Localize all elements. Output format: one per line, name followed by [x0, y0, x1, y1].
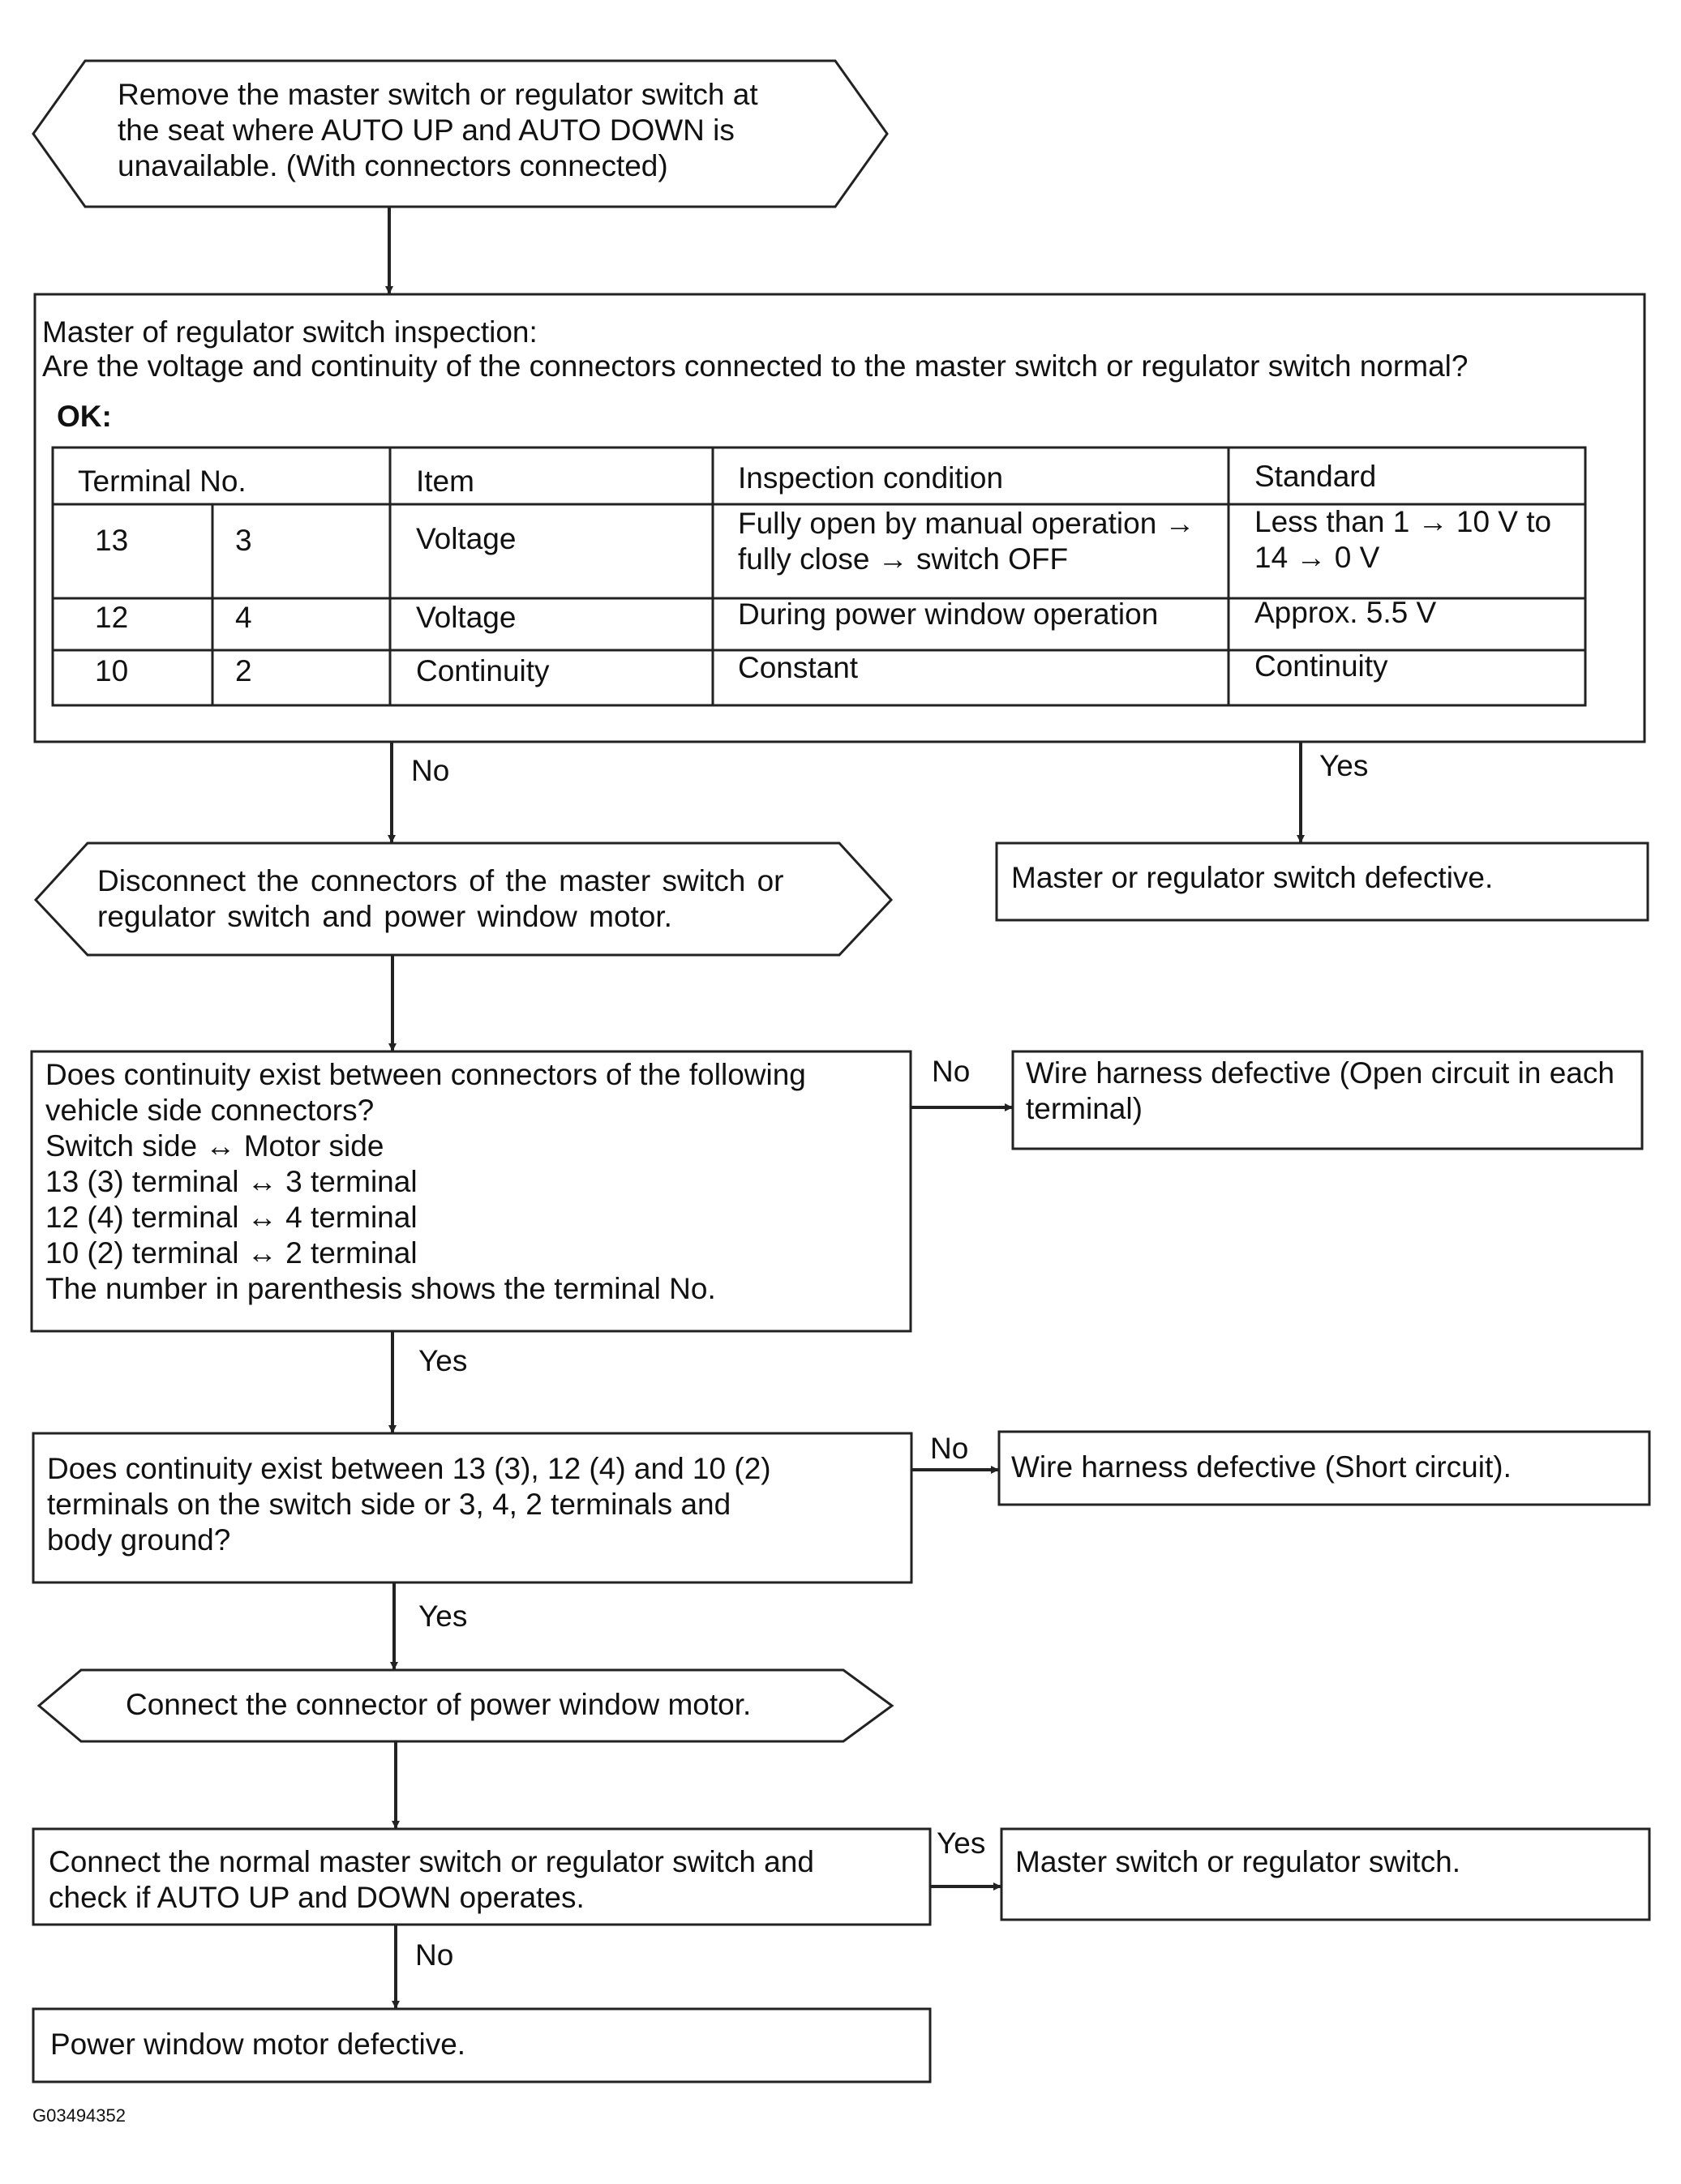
question3-text: Connect the normal master switch or regu… — [49, 1845, 814, 1914]
table-cell-item: Voltage — [416, 601, 517, 634]
switch-result-text: Master switch or regulator switch. — [1015, 1845, 1461, 1878]
table-cell-terminal-b: 3 — [235, 524, 252, 557]
label-no-question3: No — [415, 1938, 454, 1972]
inspection-question: Are the voltage and continuity of the co… — [42, 349, 1469, 383]
table-cell-condition: Fully open by manual operation → fully c… — [738, 507, 1195, 576]
step2-shape — [33, 841, 894, 957]
step1-shape — [32, 59, 889, 208]
switch-result-box — [1000, 1827, 1651, 1921]
figure-id: G03494352 — [32, 2105, 126, 2126]
table-cell-item: Continuity — [416, 654, 550, 687]
table-cell-standard: Approx. 5.5 V — [1254, 596, 1437, 629]
label-yes-question1: Yes — [418, 1344, 468, 1377]
inspection-table-grid — [51, 446, 1587, 707]
question3-box — [32, 1827, 932, 1926]
table-cell-standard: Continuity — [1254, 649, 1388, 683]
question1-box — [30, 1050, 912, 1333]
motor-defective-box — [32, 2007, 932, 2083]
table-header-item: Item — [416, 465, 474, 498]
label-no-inspection: No — [411, 754, 450, 787]
table-cell-terminal-a: 13 — [95, 524, 129, 557]
motor-defective-text: Power window motor defective. — [50, 2028, 466, 2061]
short-circuit-text: Wire harness defective (Short circuit). — [1011, 1450, 1512, 1484]
table-cell-item: Voltage — [416, 522, 517, 555]
question1-text: Does continuity exist between connectors… — [45, 1058, 806, 1305]
table-cell-terminal-a: 12 — [95, 601, 129, 634]
inspection-ok-label: OK: — [57, 400, 112, 433]
short-circuit-box — [997, 1430, 1651, 1506]
label-yes-inspection: Yes — [1319, 749, 1369, 782]
switch-defective-text: Master or regulator switch defective. — [1011, 861, 1494, 894]
step1-text: Remove the master switch or regulator sw… — [118, 78, 758, 182]
step2-text: Disconnect the connectors of the master … — [97, 864, 784, 933]
table-header-condition: Inspection condition — [738, 461, 1004, 495]
label-yes-question3: Yes — [937, 1826, 986, 1860]
switch-defective-box — [995, 841, 1649, 922]
inspection-box — [33, 293, 1646, 743]
question2-text: Does continuity exist between 13 (3), 12… — [47, 1452, 771, 1557]
table-cell-condition: Constant — [738, 651, 859, 684]
table-header-terminal: Terminal No. — [78, 465, 247, 498]
open-circuit-box — [1011, 1050, 1644, 1150]
question2-box — [32, 1432, 913, 1584]
table-cell-terminal-a: 10 — [95, 654, 129, 687]
inspection-title: Master of regulator switch inspection: — [42, 315, 538, 349]
label-yes-question2: Yes — [418, 1599, 468, 1633]
table-header-standard: Standard — [1254, 460, 1377, 493]
step3-shape — [36, 1668, 894, 1743]
table-cell-terminal-b: 4 — [235, 601, 252, 634]
label-no-question2: No — [930, 1432, 969, 1465]
table-cell-terminal-b: 2 — [235, 654, 252, 687]
table-cell-standard: Less than 1 → 10 V to 14 → 0 V — [1254, 505, 1552, 574]
step3-text: Connect the connector of power window mo… — [126, 1688, 752, 1721]
label-no-question1: No — [932, 1055, 971, 1088]
open-circuit-text: Wire harness defective (Open circuit in … — [1026, 1056, 1615, 1125]
table-cell-condition: During power window operation — [738, 597, 1159, 631]
